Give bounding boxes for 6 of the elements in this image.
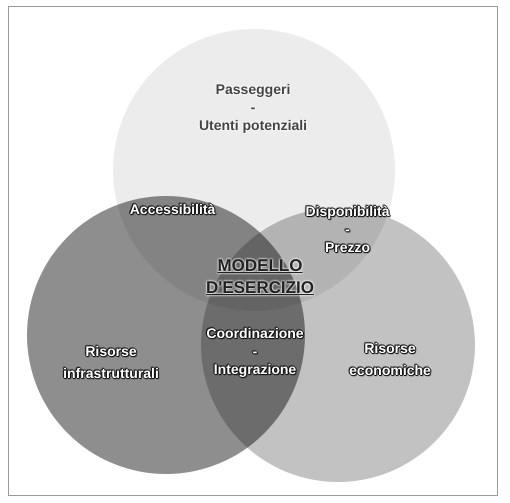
circle-label: Risorse economiche [348,339,432,380]
circle-label: Passeggeri - Utenti potenziali [198,80,308,135]
overlap-label: Accessibilità [128,200,216,219]
overlap-label: Disponibilità - Prezzo [304,202,390,257]
circle-label: Risorse infrastrutturali [62,342,160,383]
overlap-label: Coordinazione - Integrazione [205,324,305,379]
